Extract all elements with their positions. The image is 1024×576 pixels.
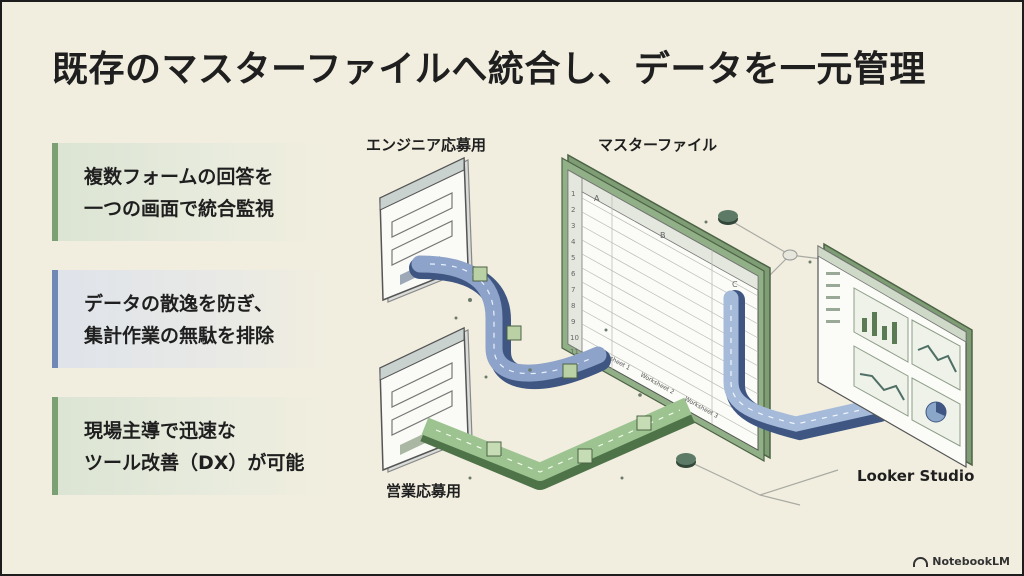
- sheet-row-5: 5: [571, 254, 575, 262]
- benefit-card-2-line-2: 集計作業の無駄を排除: [84, 325, 275, 347]
- sheet-row-8: 8: [571, 302, 575, 310]
- benefit-card-2-line-1: データの散逸を防ぎ、: [84, 293, 274, 315]
- sheet-row-9: 9: [571, 318, 575, 326]
- dashboard-flow-pipe: [723, 290, 890, 441]
- sheet-row-4: 4: [571, 238, 576, 246]
- sheet-row-2: 2: [571, 206, 575, 214]
- engineer-flow-pipe: [409, 255, 611, 390]
- sheet-column-b: B: [660, 231, 666, 240]
- sales-form-label: 営業応募用: [386, 482, 461, 500]
- master-spreadsheet: A B C 1 2 3 4 5 6 7 8 9 10 11 Worksheet …: [561, 153, 771, 463]
- watermark-text: NotebookLM: [932, 555, 1010, 568]
- data-cube-icons: [472, 266, 652, 464]
- benefit-card-1-line-1: 複数フォームの回答を: [84, 166, 274, 188]
- benefit-card-3-line-2: ツール改善（DX）が可能: [84, 452, 305, 474]
- page-title: 既存のマスターファイルへ統合し、データを一元管理: [52, 49, 926, 90]
- benefit-card-3-line-1: 現場主導で迅速な: [84, 420, 237, 442]
- engineer-form-label: エンジニア応募用: [366, 136, 486, 154]
- benefit-card-1: 複数フォームの回答を 一つの画面で統合監視: [52, 143, 330, 241]
- sheet-row-7: 7: [571, 286, 575, 294]
- benefit-card-2: データの散逸を防ぎ、 集計作業の無駄を排除: [52, 270, 330, 368]
- connector-node-bottom-icon: [676, 453, 696, 468]
- connector-node-top-icon: [718, 210, 798, 261]
- sheet-row-3: 3: [571, 222, 575, 230]
- looker-dashboard: [817, 242, 973, 469]
- looker-studio-label: Looker Studio: [857, 467, 974, 485]
- sheet-row-10: 10: [570, 334, 579, 342]
- master-file-label: マスターファイル: [598, 136, 717, 154]
- sheet-row-1: 1: [571, 190, 575, 198]
- notebooklm-logo-icon: [913, 556, 929, 567]
- integration-diagram: エンジニア応募用 マスターファイル 営業応募用 Looker Studio: [366, 136, 974, 506]
- sheet-column-c: C: [732, 280, 738, 289]
- sheet-row-6: 6: [571, 270, 576, 278]
- particle-dots: [454, 220, 812, 480]
- benefit-card-1-line-2: 一つの画面で統合監視: [84, 198, 275, 220]
- notebooklm-watermark: NotebookLM: [913, 555, 1010, 568]
- sheet-column-a: A: [594, 194, 600, 203]
- sheet-row-11: 11: [570, 348, 579, 356]
- benefit-card-3: 現場主導で迅速な ツール改善（DX）が可能: [52, 397, 330, 495]
